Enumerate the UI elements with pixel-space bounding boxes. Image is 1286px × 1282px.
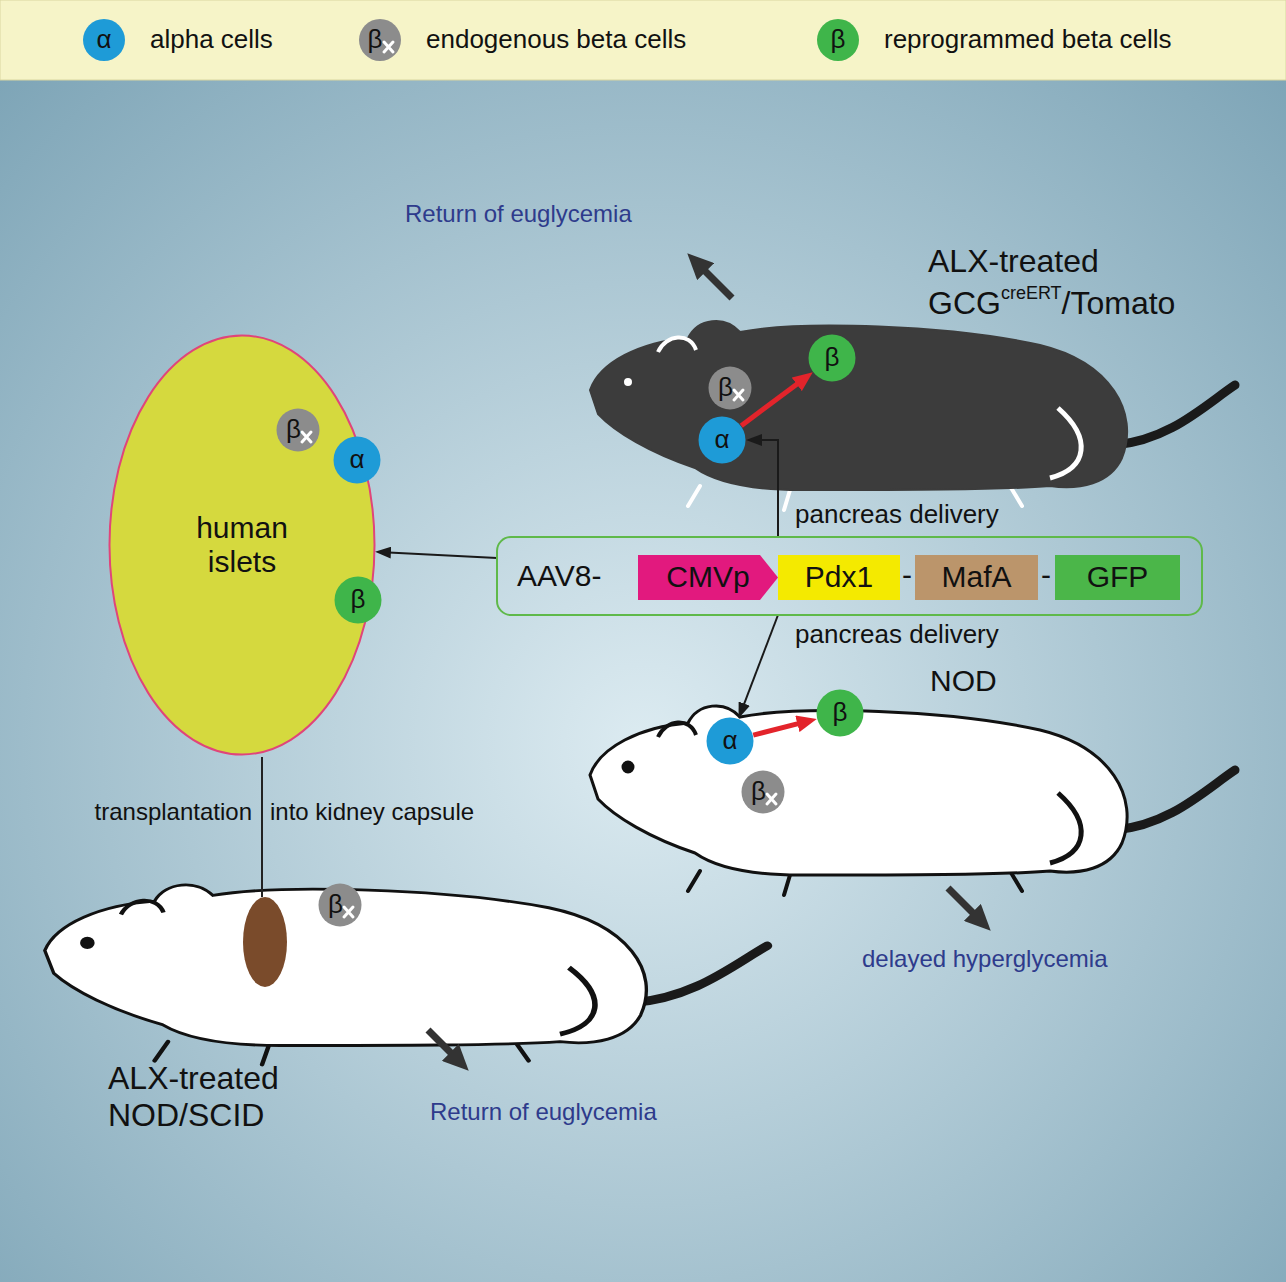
cell-symbol: β bbox=[833, 698, 848, 728]
cell-symbol: β bbox=[286, 415, 301, 445]
shape bbox=[809, 335, 856, 382]
shape bbox=[277, 409, 320, 452]
cell-circle: β bbox=[334, 576, 382, 624]
annotation: into kidney capsule bbox=[270, 798, 474, 826]
nod-mouse bbox=[590, 706, 1235, 895]
cell-circle: β bbox=[808, 334, 856, 382]
legend-band bbox=[0, 0, 1286, 80]
cell-symbol: α bbox=[722, 726, 737, 756]
shape bbox=[638, 555, 778, 600]
gene-box: Pdx1 bbox=[778, 555, 900, 600]
node-text: AAV8- bbox=[517, 559, 601, 594]
nod-scid-mouse bbox=[45, 885, 767, 1065]
cell-circle: α bbox=[698, 416, 746, 464]
node-text: Pdx1 bbox=[805, 560, 873, 595]
legend-text: alpha cells bbox=[150, 24, 273, 55]
node-text: MafA bbox=[941, 560, 1011, 595]
legend-symbol: β bbox=[831, 25, 846, 55]
delivery-arrow bbox=[384, 552, 497, 558]
cell-circle: α bbox=[333, 436, 381, 484]
annotation: delayed hyperglycemia bbox=[862, 945, 1107, 973]
annotation: ALX-treated bbox=[928, 243, 1099, 280]
annotation: creERT bbox=[1001, 283, 1062, 304]
gene-box: GFP bbox=[1055, 555, 1180, 600]
annotation: - bbox=[902, 558, 912, 593]
outcome-arrow bbox=[428, 1030, 456, 1058]
shape bbox=[742, 771, 785, 814]
annotation: Return of euglycemia bbox=[430, 1098, 657, 1126]
delivery-arrow bbox=[742, 615, 778, 710]
black-mouse bbox=[590, 321, 1235, 510]
vector-box: AAV8- CMVp Pdx1 MafA GFP bbox=[497, 537, 1202, 615]
cell-circle: β bbox=[276, 408, 320, 452]
annotation: - bbox=[1041, 558, 1051, 593]
cell-circle: β bbox=[708, 366, 752, 410]
cell-symbol: β bbox=[351, 585, 366, 615]
cross-mark bbox=[734, 390, 743, 400]
cell-symbol: α bbox=[349, 445, 364, 475]
legend-text: reprogrammed beta cells bbox=[884, 24, 1172, 55]
cross-mark bbox=[344, 907, 353, 917]
delivery-arrow bbox=[755, 440, 778, 537]
shape bbox=[1055, 555, 1180, 600]
annotation: GCG bbox=[928, 285, 1001, 322]
cell-symbol: β bbox=[718, 373, 733, 403]
swatch-circle bbox=[359, 19, 401, 61]
shape bbox=[335, 577, 382, 624]
shape bbox=[707, 718, 754, 765]
node-text: CMVp bbox=[666, 560, 749, 595]
reprogramming-arrow bbox=[753, 721, 808, 735]
cell-circle: α bbox=[706, 717, 754, 765]
swatch-circle bbox=[817, 19, 859, 61]
legend-text: endogenous beta cells bbox=[426, 24, 686, 55]
cross-mark bbox=[384, 42, 393, 52]
shape bbox=[817, 690, 864, 737]
cross-mark bbox=[767, 794, 776, 804]
node-text: human islets bbox=[162, 511, 322, 580]
shape bbox=[319, 884, 362, 927]
edge-label: pancreas delivery bbox=[795, 620, 999, 650]
kidney-graft bbox=[243, 897, 287, 987]
outcome-arrow bbox=[948, 888, 978, 918]
cell-symbol: β bbox=[751, 777, 766, 807]
shape bbox=[497, 537, 1202, 615]
swatch-circle bbox=[83, 19, 125, 61]
outcome-arrow bbox=[700, 266, 732, 298]
cell-circle: β bbox=[741, 770, 785, 814]
annotation: transplantation bbox=[95, 798, 252, 826]
shape bbox=[110, 336, 375, 755]
cell-symbol: α bbox=[714, 425, 729, 455]
shape bbox=[778, 555, 900, 600]
annotation: NOD bbox=[930, 664, 997, 699]
annotation: ALX-treated NOD/SCID bbox=[108, 1060, 308, 1134]
cell-symbol: β bbox=[328, 890, 343, 920]
legend-symbol: α bbox=[96, 25, 111, 55]
annotation: /Tomato bbox=[1062, 285, 1176, 322]
node-text: GFP bbox=[1087, 560, 1149, 595]
shape bbox=[699, 417, 746, 464]
gene-box: MafA bbox=[915, 555, 1038, 600]
cell-circle: β bbox=[318, 883, 362, 927]
transplant-line bbox=[261, 757, 263, 897]
edge-label: pancreas delivery bbox=[795, 500, 999, 530]
legend-symbol: β bbox=[368, 25, 383, 55]
annotation: Return of euglycemia bbox=[405, 200, 632, 228]
islet-ellipse: human islets β α β bbox=[109, 335, 375, 755]
promoter-arrow: CMVp bbox=[638, 555, 778, 600]
cell-symbol: β bbox=[825, 343, 840, 373]
shape bbox=[915, 555, 1038, 600]
cell-circle: β bbox=[816, 689, 864, 737]
shape bbox=[334, 437, 381, 484]
cross-mark bbox=[302, 432, 311, 442]
shape bbox=[709, 367, 752, 410]
